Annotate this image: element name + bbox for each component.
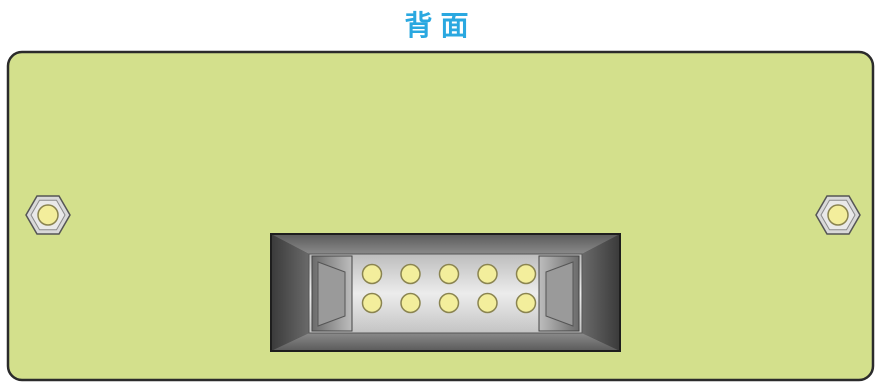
connector-pin [400, 292, 421, 314]
connector-pin [477, 292, 498, 314]
box-header-connector [270, 233, 621, 352]
hex-nut-icon [815, 195, 861, 235]
hex-nut-icon [25, 195, 71, 235]
connector-pins [361, 263, 537, 314]
connector-pin [477, 263, 498, 285]
circuit-board [6, 50, 875, 382]
connector-pin [438, 292, 460, 314]
connector-pin [400, 263, 421, 285]
connector-pin [361, 263, 383, 285]
view-title: 背面 [404, 9, 477, 42]
connector-pin [438, 263, 460, 285]
connector-pin [515, 292, 537, 314]
connector-pin [515, 263, 537, 285]
connector-pin [361, 292, 383, 314]
